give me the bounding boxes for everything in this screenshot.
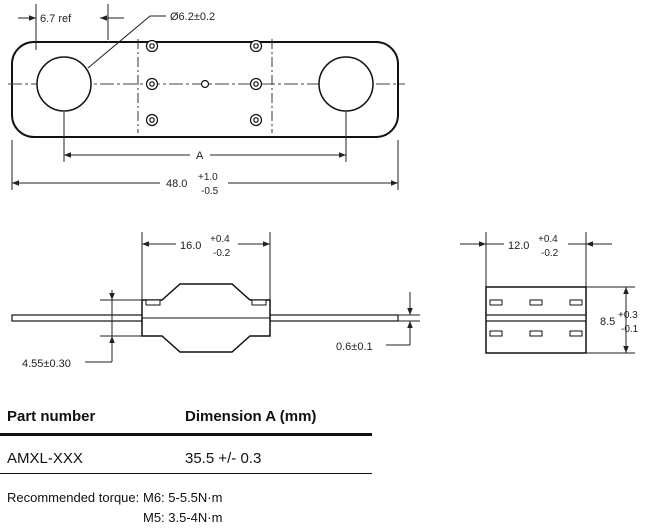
rivet-holes	[145, 39, 263, 127]
row-rule	[0, 473, 372, 474]
header-part-number: Part number	[7, 408, 96, 425]
dim-ref-label: 6.7 ref	[40, 13, 72, 25]
top-view: 6.7 ref Ø6.2±0.2 A 48.0 +1.0 -0.5	[8, 4, 405, 197]
side-dim-width-base: 16.0	[180, 240, 201, 252]
dim-length-minus: -0.5	[201, 186, 219, 197]
end-dim-height-plus: +0.3	[618, 310, 638, 321]
end-dim-width-plus: +0.4	[538, 234, 558, 245]
terminal-hole-right	[318, 56, 374, 112]
table-cell-dimension-a: 35.5 +/- 0.3	[185, 450, 262, 467]
side-dim-height: 4.55±0.30	[22, 358, 71, 370]
side-dim-width-plus: +0.4	[210, 234, 230, 245]
side-dim-thickness: 0.6±0.1	[336, 341, 373, 353]
header-rule	[0, 433, 372, 436]
torque-m6: M6: 5-5.5N·m	[143, 490, 223, 505]
end-view: 12.0 +0.4 -0.2 8.5 +0.3 -0.1	[460, 232, 639, 354]
end-dim-width-minus: -0.2	[541, 248, 559, 259]
header-dimension-a: Dimension A (mm)	[185, 408, 317, 425]
dim-a-label: A	[196, 150, 204, 162]
technical-drawing: 6.7 ref Ø6.2±0.2 A 48.0 +1.0 -0.5 16.0 +…	[8, 4, 639, 370]
dim-hole-label: Ø6.2±0.2	[170, 11, 215, 23]
torque-label: Recommended torque:	[7, 490, 140, 505]
table-cell-part-number: AMXL-XXX	[7, 450, 83, 467]
side-dim-width-minus: -0.2	[213, 248, 231, 259]
end-dim-height-minus: -0.1	[621, 324, 639, 335]
terminal-hole-left	[36, 56, 92, 112]
end-dim-height-base: 8.5	[600, 316, 615, 328]
fuse-body-outline	[11, 41, 399, 138]
side-view: 16.0 +0.4 -0.2 4.55±0.30 0.6±0.1	[11, 232, 420, 370]
dim-length-plus: +1.0	[198, 172, 218, 183]
dim-length-base: 48.0	[166, 178, 187, 190]
torque-m5: M5: 3.5-4N·m	[143, 510, 223, 525]
end-dim-width-base: 12.0	[508, 240, 529, 252]
